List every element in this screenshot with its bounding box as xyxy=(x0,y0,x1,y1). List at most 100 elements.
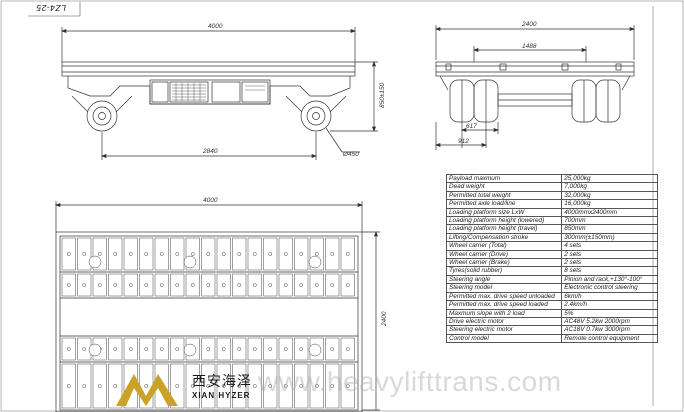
deck-bolt xyxy=(97,252,102,256)
deck-tile xyxy=(325,273,340,297)
deck-bolt xyxy=(314,384,319,388)
spec-label: Dead weight xyxy=(445,182,563,192)
deck-bolt xyxy=(190,252,195,256)
end-view xyxy=(435,25,635,150)
deck-tile xyxy=(294,273,309,297)
deck-bolt xyxy=(128,252,133,256)
logo-chevron-shape xyxy=(116,374,178,406)
deck-tile xyxy=(247,337,262,361)
top-deck-grid xyxy=(61,237,355,409)
deck-bolt xyxy=(237,252,242,256)
side-front-wheel xyxy=(86,100,118,132)
deck-tile xyxy=(309,273,324,297)
deck-tile xyxy=(340,273,355,297)
deck-tile xyxy=(108,337,123,361)
deck-bolt xyxy=(237,283,242,287)
deck-bolt xyxy=(268,252,273,256)
deck-bolt xyxy=(345,347,350,351)
deck-tile xyxy=(170,237,185,271)
deck-tile xyxy=(92,273,107,297)
end-width-label: 2400 xyxy=(521,21,537,28)
spec-value: 32,000kg xyxy=(561,190,658,201)
deck-tile xyxy=(232,337,247,361)
deck-tile xyxy=(247,363,262,409)
spec-row: Loading platform height (lowered)700mm xyxy=(445,216,658,226)
spec-label: Payload maxmum xyxy=(445,173,563,184)
spec-value: 2 sets xyxy=(561,258,658,268)
deck-bolt xyxy=(283,347,288,351)
spec-value: 2.4km/h xyxy=(561,300,658,310)
top-length-label: 4000 xyxy=(203,197,218,204)
deck-bolt xyxy=(206,283,211,287)
watermark: www.heavylifttrans.com xyxy=(258,366,562,397)
company-logo-mark xyxy=(116,374,178,406)
side-view xyxy=(61,27,378,160)
deck-tile xyxy=(108,237,123,271)
deck-bolt xyxy=(221,252,226,256)
deck-bolt xyxy=(221,384,226,388)
deck-tile xyxy=(170,337,185,361)
deck-tile xyxy=(340,237,355,271)
deck-bolt xyxy=(128,283,133,287)
deck-tile xyxy=(247,273,262,297)
deck-bolt xyxy=(144,283,149,287)
deck-bolt xyxy=(221,347,226,351)
deck-tile xyxy=(61,337,76,361)
end-platform-deck xyxy=(435,61,635,77)
deck-tile xyxy=(61,237,76,271)
deck-tile xyxy=(77,237,92,271)
deck-tile xyxy=(123,237,138,271)
deck-tile xyxy=(139,237,154,271)
spec-label: Maxmum slope with 2 load xyxy=(445,308,563,318)
deck-tile xyxy=(232,237,247,271)
deck-bolt xyxy=(66,347,71,351)
spec-label: Permitted max. drive speed loaded xyxy=(445,300,563,310)
end-inner-width-label: 1488 xyxy=(522,43,537,50)
deck-bolt xyxy=(113,283,118,287)
side-height-label: 850±150 xyxy=(379,82,386,108)
deck-bolt xyxy=(113,347,118,351)
deck-lifting-point xyxy=(88,343,102,357)
deck-bolt xyxy=(175,347,180,351)
deck-bolt xyxy=(159,347,164,351)
deck-bolt xyxy=(268,347,273,351)
deck-bolt xyxy=(299,283,304,287)
deck-bolt xyxy=(159,252,164,256)
end-offset-label: 617 xyxy=(466,123,477,130)
deck-bolt xyxy=(252,283,257,287)
deck-tile xyxy=(201,273,216,297)
deck-bolt xyxy=(66,384,71,388)
deck-bolt xyxy=(144,384,149,388)
deck-tile xyxy=(263,363,278,409)
deck-bolt xyxy=(190,384,195,388)
deck-tile xyxy=(247,237,262,271)
deck-tile xyxy=(108,363,123,409)
deck-tile xyxy=(201,363,216,409)
deck-bolt xyxy=(97,283,102,287)
deck-tile xyxy=(154,337,169,361)
deck-tile xyxy=(232,363,247,409)
deck-bolt xyxy=(159,283,164,287)
side-radiator-grill xyxy=(172,83,206,101)
deck-bolt xyxy=(144,252,149,256)
deck-bolt xyxy=(345,384,350,388)
spec-value: AC18V 0.7kw 3000rpm xyxy=(561,325,658,335)
spec-row: Loading platform height (travel)850mm xyxy=(445,224,658,234)
deck-bolt xyxy=(252,347,257,351)
deck-bolt xyxy=(66,283,71,287)
spec-row: Wheel carrier (Total)4 sets xyxy=(445,241,658,251)
side-rear-wheel xyxy=(300,100,332,132)
deck-bolt xyxy=(113,384,118,388)
deck-bolt xyxy=(314,283,319,287)
spec-value: Remote control equipment xyxy=(561,333,658,344)
deck-bolt xyxy=(82,283,87,287)
deck-bolt xyxy=(283,384,288,388)
deck-tile xyxy=(92,237,107,271)
